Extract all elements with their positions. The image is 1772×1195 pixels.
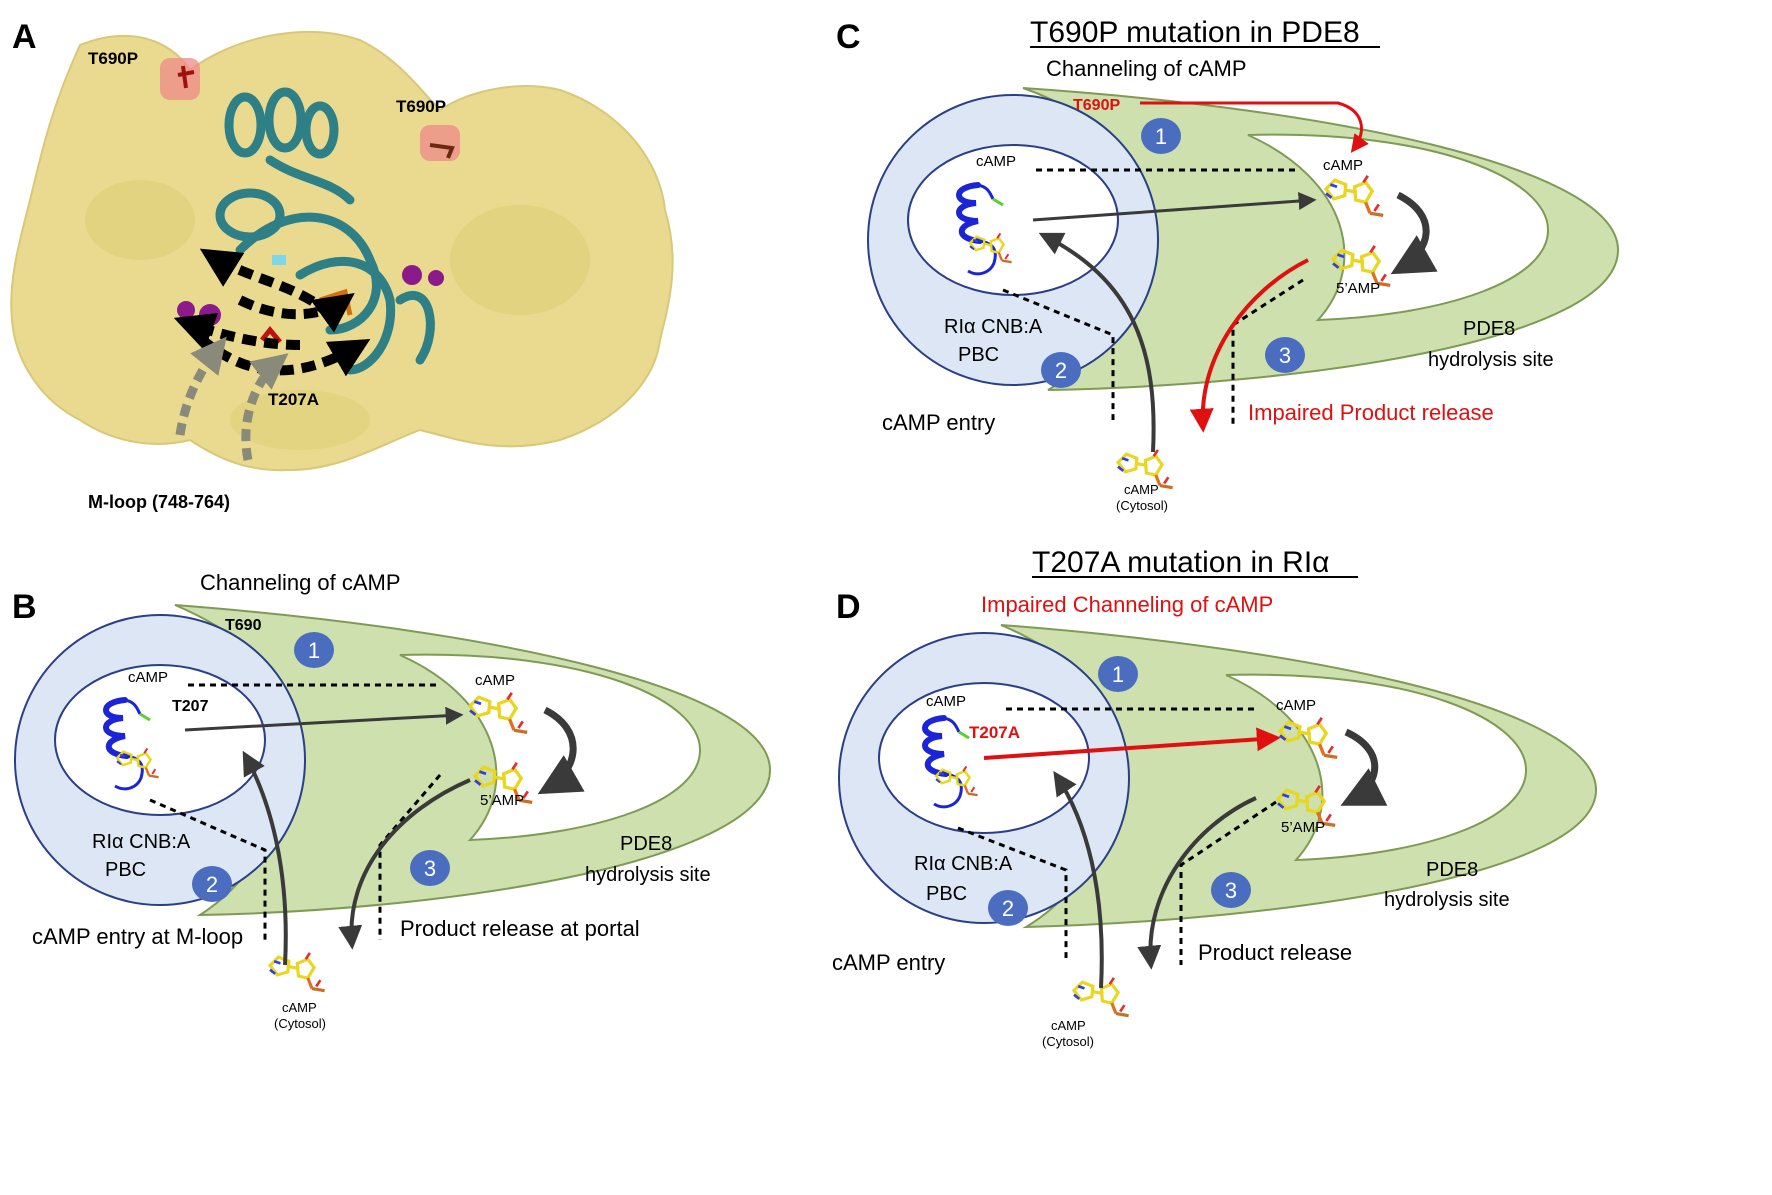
label-entry-b: cAMP entry at M-loop: [32, 924, 243, 949]
panel-c: C T690P mutation in PDE8 Channeling of c…: [836, 16, 1620, 513]
label-camp-b: cAMP: [128, 669, 168, 686]
panel-b: B Channeling of cAMP cAMP T207 T690 cAMP…: [12, 570, 772, 1031]
label-5amp-b: 5’AMP: [480, 792, 524, 809]
pde8-pocket-c: [1247, 133, 1550, 322]
label-camp-c: cAMP: [976, 153, 1016, 170]
label-camp-pde-b: cAMP: [475, 672, 515, 689]
svg-text:1: 1: [308, 638, 320, 663]
label-camp-pde-d: cAMP: [1276, 697, 1316, 714]
label-t690p-right: T690P: [396, 97, 446, 116]
svg-text:2: 2: [1055, 358, 1067, 383]
label-m-loop: M-loop (748-764): [88, 492, 230, 512]
label-cytosol-camp-b: cAMP: [282, 1000, 317, 1015]
panel-letter-c: C: [836, 18, 861, 56]
label-camp-d: cAMP: [926, 693, 966, 710]
badge-1-c: 1: [1141, 118, 1181, 154]
badge-1-d: 1: [1098, 656, 1138, 692]
subtitle-b: Channeling of cAMP: [200, 570, 401, 595]
label-pde-line1-b: PDE8: [620, 833, 672, 855]
panel-letter-b: B: [12, 588, 37, 626]
label-rla-line1-c: RIα CNB:A: [944, 316, 1043, 338]
title-c: T690P mutation in PDE8: [1030, 16, 1360, 49]
label-cytosol-c: (Cytosol): [1116, 498, 1168, 513]
svg-text:1: 1: [1155, 124, 1167, 149]
mutation-glow-right: [420, 125, 460, 161]
label-rla-line2-c: PBC: [958, 344, 999, 366]
label-camp-pde-c: cAMP: [1323, 157, 1363, 174]
label-cytosol-camp-d: cAMP: [1051, 1018, 1086, 1033]
label-pde-residue-b: T690: [225, 617, 262, 634]
label-entry-d: cAMP entry: [832, 950, 945, 975]
label-residue-b: T207: [172, 698, 209, 715]
panel-letter-a: A: [12, 18, 37, 56]
label-release-d: Product release: [1198, 940, 1352, 965]
label-residue-d: T207A: [969, 723, 1020, 742]
label-entry-c: cAMP entry: [882, 410, 995, 435]
label-cytosol-camp-c: cAMP: [1124, 482, 1159, 497]
badge-3-c: 3: [1265, 337, 1305, 373]
subtitle-c: Channeling of cAMP: [1046, 56, 1247, 81]
label-release-b: Product release at portal: [400, 916, 640, 941]
badge-3-d: 3: [1211, 872, 1251, 908]
label-pde-residue-c: T690P: [1073, 97, 1120, 114]
label-cytosol-b: (Cytosol): [274, 1016, 326, 1031]
label-rla-line1-d: RIα CNB:A: [914, 853, 1013, 875]
subtitle-d: Impaired Channeling of cAMP: [981, 592, 1273, 617]
svg-text:3: 3: [1279, 343, 1291, 368]
label-rla-line2-b: PBC: [105, 859, 146, 881]
label-pde-line2-d: hydrolysis site: [1384, 889, 1510, 911]
rla-inner-circle-b: [54, 664, 266, 816]
label-release-c: Impaired Product release: [1248, 400, 1494, 425]
panel-letter-d: D: [836, 588, 861, 626]
badge-3-b: 3: [410, 850, 450, 886]
panel-d: D T207A mutation in RIα Impaired Channel…: [832, 546, 1598, 1049]
svg-text:3: 3: [424, 856, 436, 881]
label-t207a: T207A: [268, 390, 319, 409]
label-t690p-left: T690P: [88, 49, 138, 68]
label-pde-line1-d: PDE8: [1426, 859, 1478, 881]
label-pde-line1-c: PDE8: [1463, 318, 1515, 340]
label-5amp-d: 5’AMP: [1281, 819, 1325, 836]
label-pde-line2-b: hydrolysis site: [585, 864, 711, 886]
badge-2-c: 2: [1041, 352, 1081, 388]
label-rla-line1-b: RIα CNB:A: [92, 831, 191, 853]
svg-text:2: 2: [206, 872, 218, 897]
badge-1-b: 1: [294, 632, 334, 668]
panel-a: A: [10, 18, 674, 512]
label-rla-line2-d: PBC: [926, 883, 967, 905]
mutation-glow-left: [160, 58, 200, 100]
protein-surface: [10, 30, 674, 472]
svg-text:2: 2: [1002, 896, 1014, 921]
svg-text:3: 3: [1225, 878, 1237, 903]
riα-cartoon: [215, 87, 435, 375]
svg-text:1: 1: [1112, 662, 1124, 687]
label-pde-line2-c: hydrolysis site: [1428, 349, 1554, 371]
label-5amp-c: 5’AMP: [1336, 280, 1380, 297]
badge-2-b: 2: [192, 866, 232, 902]
label-cytosol-d: (Cytosol): [1042, 1034, 1094, 1049]
badge-2-d: 2: [988, 890, 1028, 926]
title-d: T207A mutation in RIα: [1032, 546, 1330, 579]
